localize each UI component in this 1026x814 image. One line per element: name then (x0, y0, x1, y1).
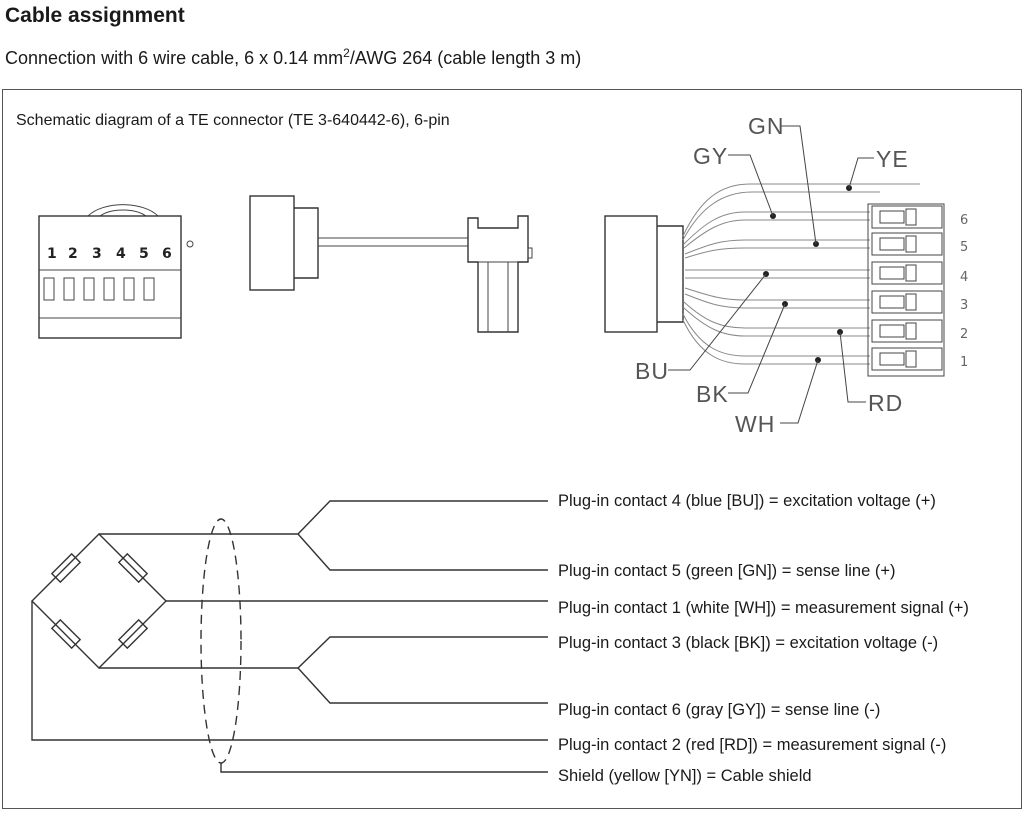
wire-label-gy: GY (693, 143, 728, 169)
connector-number-4: 4 (116, 246, 126, 262)
connector-number-1: 1 (47, 246, 57, 262)
assignment-contact-6: Plug-in contact 6 (gray [GY]) = sense li… (558, 701, 881, 719)
wire-label-wh: WH (735, 411, 775, 437)
cable-spec-superscript: 2 (343, 46, 350, 60)
connector-number-5: 5 (139, 246, 149, 262)
connector-side-view (249, 195, 533, 333)
bridge-circuit-schematic (31, 500, 548, 773)
diagram-frame (2, 89, 1022, 809)
terminal-pin-6: 6 (960, 213, 968, 228)
wire-label-rd: RD (868, 390, 903, 416)
connector-front-view: 1 2 3 4 5 6 (38, 204, 194, 339)
wire-label-gn: GN (748, 113, 785, 139)
page-title: Cable assignment (5, 4, 185, 27)
assignment-shield: Shield (yellow [YN]) = Cable shield (558, 767, 812, 785)
wire-label-bk: BK (696, 381, 729, 407)
terminal-pin-1: 1 (960, 355, 968, 370)
terminal-pin-2: 2 (960, 327, 968, 342)
cable-spec-text-end: /AWG 264 (cable length 3 m) (349, 48, 582, 68)
assignment-contact-4: Plug-in contact 4 (blue [BU]) = excitati… (558, 492, 936, 510)
assignment-contact-1: Plug-in contact 1 (white [WH]) = measure… (558, 599, 969, 617)
connector-number-2: 2 (68, 246, 78, 262)
terminal-pin-5: 5 (960, 240, 968, 255)
connector-number-3: 3 (92, 246, 102, 262)
assignment-contact-5: Plug-in contact 5 (green [GN]) = sense l… (558, 562, 896, 580)
wire-label-ye: YE (876, 146, 909, 172)
terminal-pin-3: 3 (960, 298, 968, 313)
assignment-contact-3: Plug-in contact 3 (black [BK]) = excitat… (558, 634, 939, 652)
cable-spec: Connection with 6 wire cable, 6 x 0.14 m… (5, 46, 581, 69)
wire-assignment-drawing: 6 5 4 3 2 1 GN GY YE BU BK RD WH (604, 113, 968, 437)
assignment-contact-2: Plug-in contact 2 (red [RD]) = measureme… (558, 736, 947, 754)
wire-label-bu: BU (635, 358, 669, 384)
connector-number-6: 6 (162, 246, 172, 262)
cable-spec-text: Connection with 6 wire cable, 6 x 0.14 m… (5, 48, 344, 68)
diagram-caption: Schematic diagram of a TE connector (TE … (16, 112, 450, 129)
terminal-pin-4: 4 (960, 270, 968, 285)
